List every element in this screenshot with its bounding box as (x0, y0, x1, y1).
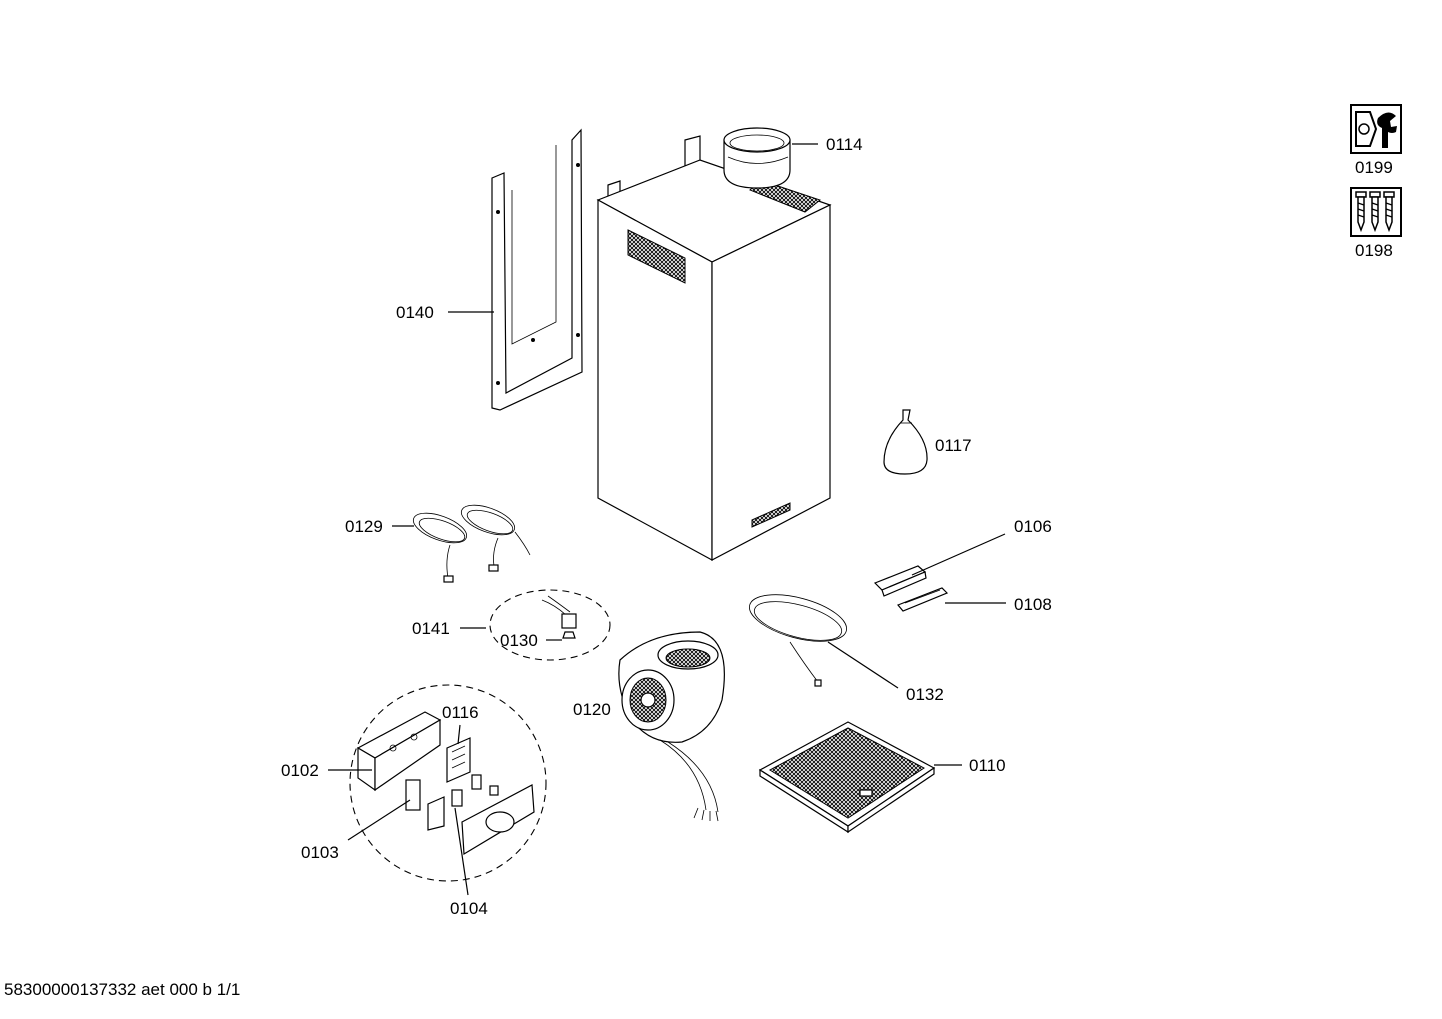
part-label-0141: 0141 (412, 619, 450, 638)
part-label-0114: 0114 (826, 135, 863, 154)
part-label-0116: 0116 (442, 703, 479, 722)
part-label-0140: 0140 (396, 303, 434, 322)
cable-set (412, 504, 531, 583)
part-label-0130: 0130 (500, 631, 538, 650)
part-label-0106: 0106 (1014, 517, 1052, 536)
fan-motor (618, 631, 725, 822)
control-electronics (356, 711, 535, 856)
part-label-0108: 0108 (1014, 595, 1052, 614)
grease-filter (758, 721, 936, 834)
part-label-0103: 0103 (301, 843, 339, 862)
icon-label-0199: 0199 (1355, 158, 1393, 177)
document-id: 58300000137332 aet 000 b 1/1 (4, 980, 241, 999)
part-label-0110: 0110 (969, 756, 1006, 775)
lamp-holder (541, 595, 577, 639)
icon-label-0198: 0198 (1355, 241, 1393, 260)
screw-icon (1350, 187, 1402, 237)
detail-circle-0141 (489, 589, 611, 661)
duct-collar (723, 127, 791, 189)
part-label-0102: 0102 (281, 761, 319, 780)
part-label-0129: 0129 (345, 517, 383, 536)
mounting-bracket (491, 128, 583, 411)
mounting-rails (873, 565, 949, 612)
detail-circle-controls (349, 684, 547, 882)
tool-icon (1350, 104, 1402, 154)
part-label-0117: 0117 (935, 436, 972, 455)
power-cable (749, 594, 847, 687)
accessory-bag (883, 409, 928, 475)
part-label-0104: 0104 (450, 899, 488, 918)
chimney-cover (596, 135, 832, 562)
part-label-0132: 0132 (906, 685, 944, 704)
part-label-0120: 0120 (573, 700, 611, 719)
